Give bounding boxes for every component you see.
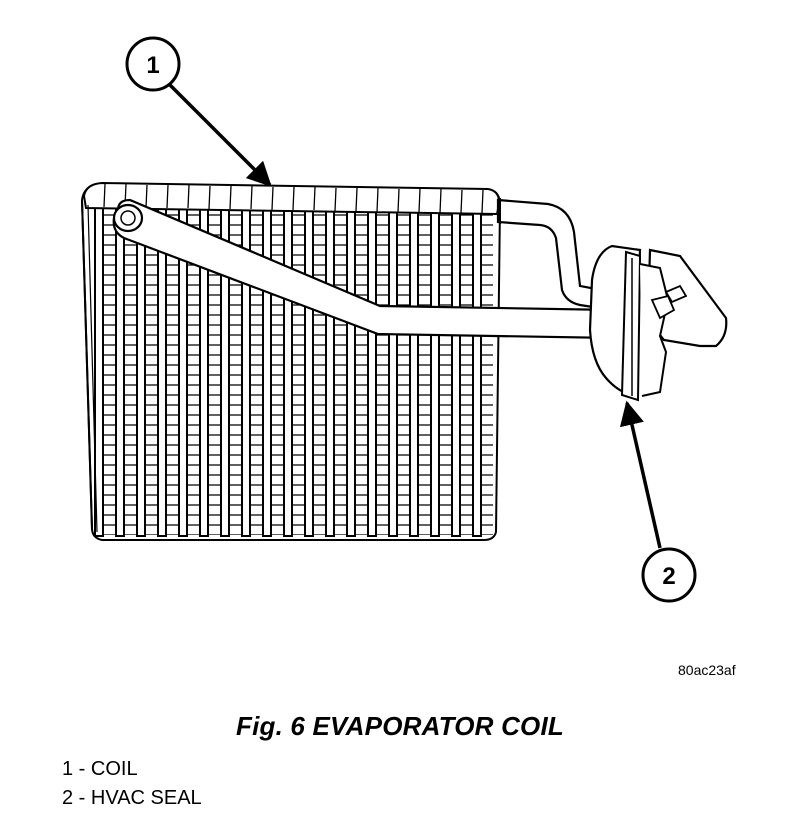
expansion-valve-block [639, 248, 728, 397]
callout-1-number: 1 [146, 52, 159, 79]
hvac-seal [588, 244, 642, 402]
legend-item-coil: 1 - COIL [62, 758, 138, 780]
image-reference-code: 80ac23af [678, 662, 736, 678]
figure-title: Fig. 6 EVAPORATOR COIL [236, 711, 564, 741]
legend-item-hvac-seal: 2 - HVAC SEAL [62, 787, 202, 809]
callout-2-number: 2 [662, 563, 675, 590]
callout-1: 1 [125, 36, 272, 187]
figure-legend: 1 - COIL 2 - HVAC SEAL [62, 755, 202, 813]
callout-2-leader-arrow [619, 400, 662, 549]
coil-core [80, 181, 502, 541]
callout-1-leader-arrow [168, 83, 272, 187]
callout-2: 2 [619, 400, 697, 603]
